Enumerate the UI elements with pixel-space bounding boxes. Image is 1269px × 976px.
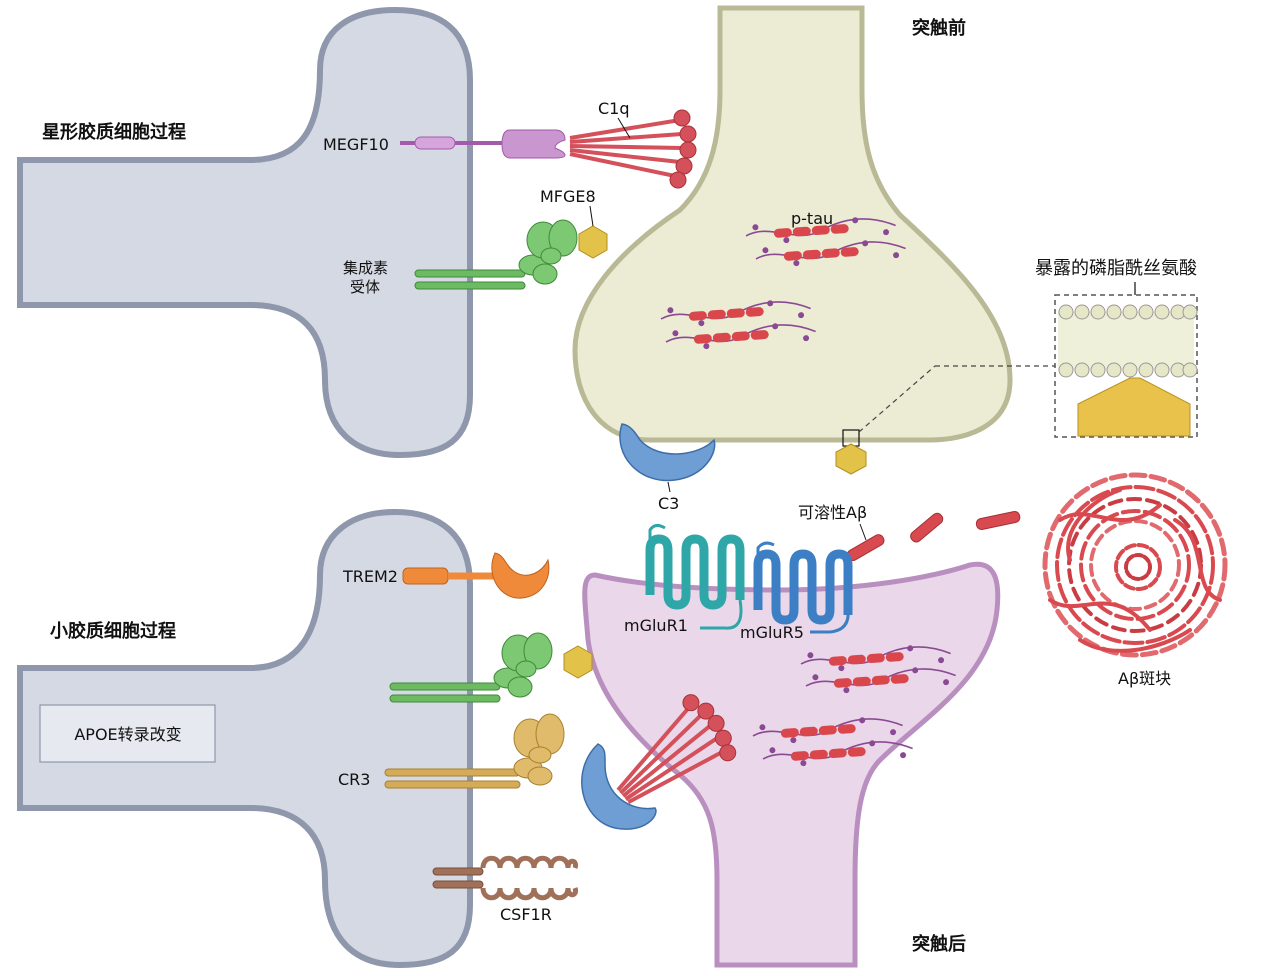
mfge8-ligand bbox=[578, 225, 608, 259]
c3-protein bbox=[619, 423, 716, 482]
mfge8-label: MFGE8 bbox=[540, 187, 596, 206]
trem2-label: TREM2 bbox=[342, 567, 398, 586]
cr3-label: CR3 bbox=[338, 770, 370, 789]
microglia-label: 小胶质细胞过程 bbox=[50, 620, 176, 642]
megf10-label: MEGF10 bbox=[323, 135, 389, 154]
integrin-label-line1: 集成素 bbox=[343, 259, 388, 277]
astrocyte-label: 星形胶质细胞过程 bbox=[42, 121, 186, 143]
membrane-inset bbox=[1054, 294, 1198, 438]
mfge8-ligand-microglia bbox=[563, 645, 593, 679]
microglia-process bbox=[17, 508, 473, 969]
ps-exposure-marker bbox=[835, 443, 867, 475]
ptau-label: p-tau bbox=[791, 209, 833, 228]
postsynaptic-terminal bbox=[582, 561, 1001, 968]
trem2-receptor bbox=[402, 552, 550, 599]
c1q-presynaptic bbox=[568, 108, 698, 190]
exposed-ps-label: 暴露的磷脂酰丝氨酸 bbox=[1035, 258, 1197, 279]
c3-bound-microglia bbox=[581, 743, 657, 830]
presynaptic-label: 突触前 bbox=[912, 17, 966, 39]
abeta-plaque bbox=[1042, 472, 1228, 658]
apoe-box bbox=[39, 704, 216, 763]
mglur5-label: mGluR5 bbox=[740, 623, 804, 642]
presynaptic-terminal bbox=[572, 5, 1013, 443]
cr3-receptor bbox=[384, 713, 565, 789]
integrin-label-line2: 受体 bbox=[350, 278, 380, 296]
postsynaptic-label: 突触后 bbox=[912, 933, 966, 955]
c3-label: C3 bbox=[658, 494, 679, 513]
soluble-abeta-label: 可溶性Aβ bbox=[798, 503, 867, 522]
megf10-receptor bbox=[400, 129, 566, 159]
c1q-label: C1q bbox=[598, 99, 630, 118]
astrocyte-process bbox=[17, 6, 473, 459]
mglur1-label: mGluR1 bbox=[624, 616, 688, 635]
soluble-abeta-peptides bbox=[847, 510, 1021, 561]
apoe-label: APOE转录改变 bbox=[74, 725, 181, 744]
csf1r-receptor bbox=[432, 855, 579, 901]
plaque-label: Aβ斑块 bbox=[1118, 669, 1171, 688]
csf1r-label: CSF1R bbox=[500, 905, 552, 924]
